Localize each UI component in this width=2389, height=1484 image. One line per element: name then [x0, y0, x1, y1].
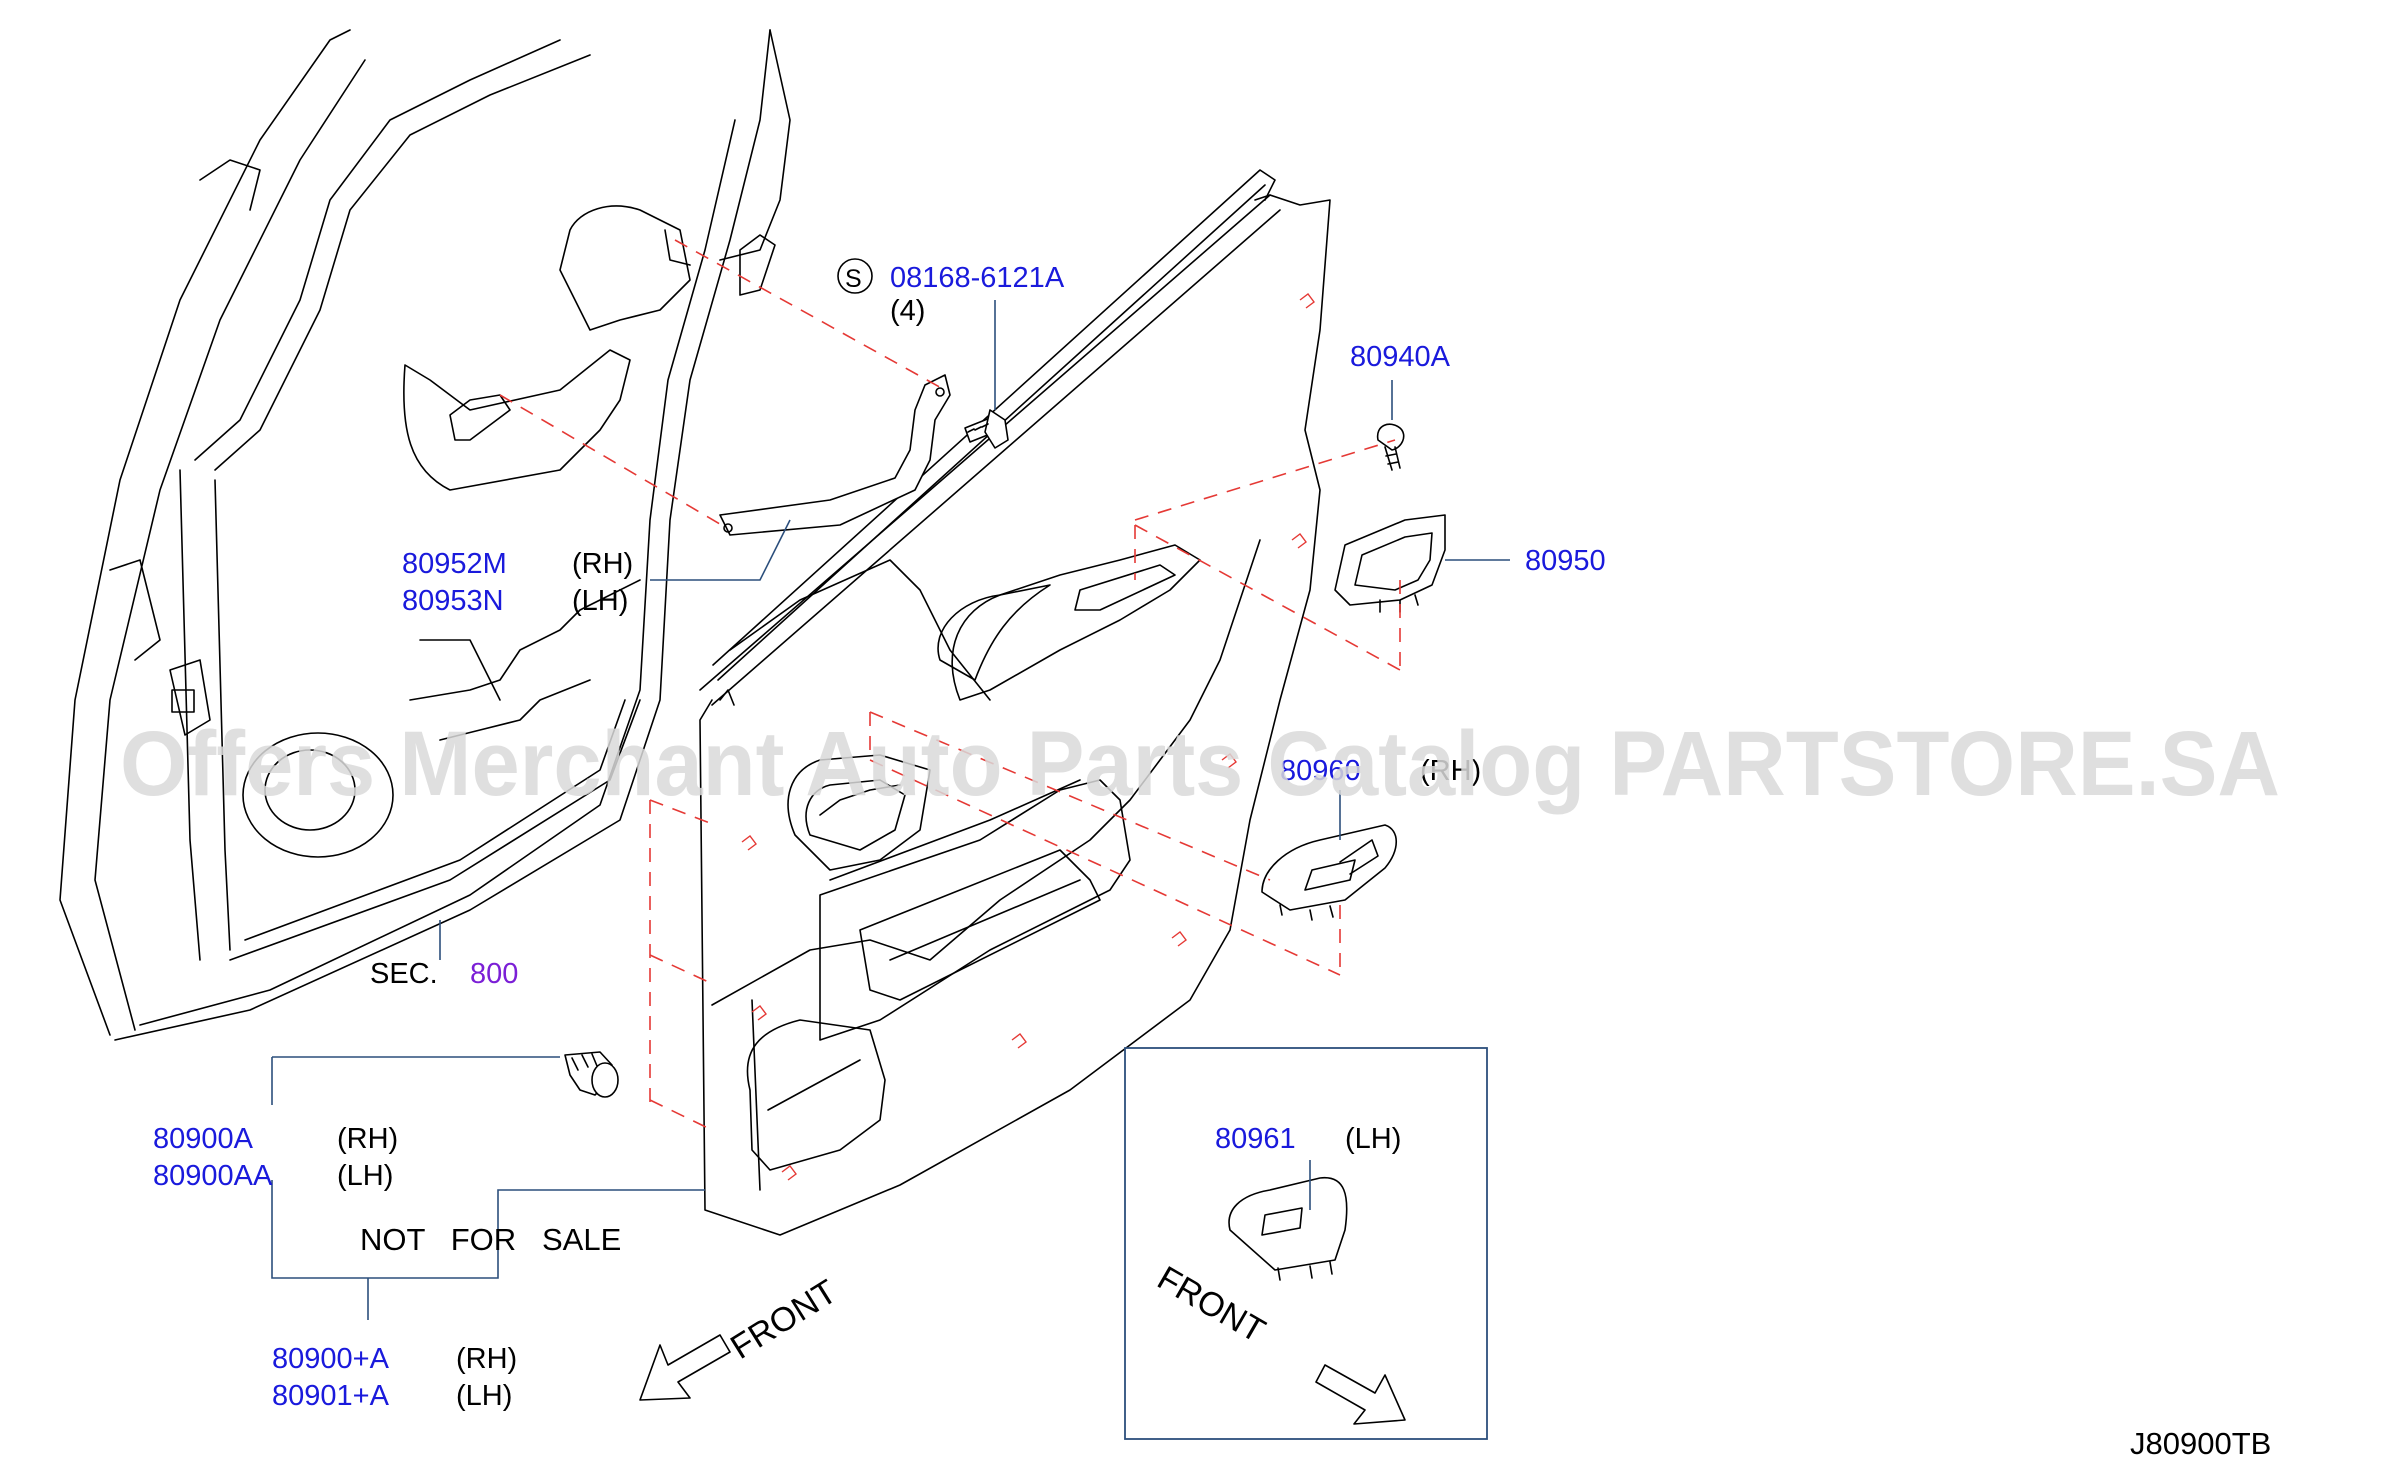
screw-08168-drawing — [964, 409, 1009, 449]
section-prefix: SEC. — [370, 958, 438, 990]
side-80961: (LH) — [1345, 1123, 1401, 1155]
side-80900AA: (LH) — [337, 1160, 393, 1192]
part-no-80961[interactable]: 80961 — [1215, 1123, 1296, 1155]
diagram-code: J80900TB — [2130, 1426, 2271, 1461]
part-no-80953N[interactable]: 80953N — [402, 585, 504, 617]
side-80900A: (RH) — [337, 1123, 398, 1155]
door-shell-drawing — [59, 29, 791, 1041]
pocket-80950-drawing — [1334, 514, 1446, 613]
clip-80940A-drawing — [1376, 423, 1405, 471]
section-number-800[interactable]: 800 — [470, 958, 518, 990]
inset-box-80961 — [1124, 1047, 1488, 1440]
front-arrow-inset-icon — [1315, 1364, 1406, 1425]
part-no-08168-6121A[interactable]: 08168-6121A — [890, 262, 1065, 294]
part-no-80900AA[interactable]: 80900AA — [153, 1160, 273, 1192]
push-clip-drawing — [564, 1051, 619, 1098]
part-no-80960[interactable]: 80960 — [1280, 755, 1361, 787]
side-80900-plus-A: (RH) — [456, 1343, 517, 1375]
side-80901-plus-A: (LH) — [456, 1380, 512, 1412]
part-no-80901-plus-A[interactable]: 80901+A — [272, 1380, 390, 1412]
side-80960: (RH) — [1420, 755, 1481, 787]
switch-80960-drawing — [1261, 824, 1398, 921]
pull-handle-bracket-drawing — [719, 374, 951, 536]
switch-80961-drawing — [1228, 1176, 1348, 1281]
leader-lines — [271, 300, 1510, 1320]
screw-symbol-letter: S — [845, 265, 862, 293]
part-no-80952M[interactable]: 80952M — [402, 548, 507, 580]
part-no-80940A[interactable]: 80940A — [1350, 341, 1451, 373]
part-no-80900-plus-A[interactable]: 80900+A — [272, 1343, 390, 1375]
side-80953N: (LH) — [572, 585, 628, 617]
watermark-text: Offers Merchant Auto Parts Catalog PARTS… — [120, 713, 2280, 815]
part-no-80900A[interactable]: 80900A — [153, 1123, 254, 1155]
screw-symbol-circle-icon — [837, 258, 873, 294]
door-trim-panel-drawing — [699, 169, 1331, 1236]
front-arrow-main-icon — [639, 1334, 731, 1401]
not-for-sale-label: NOT FOR SALE — [360, 1222, 621, 1257]
front-label-main: FRONT — [724, 1273, 843, 1367]
front-label-inset: FRONT — [1151, 1259, 1271, 1350]
panel-clip-markers — [741, 293, 1315, 1181]
installation-guide-lines — [499, 239, 1401, 1131]
side-80952M: (RH) — [572, 548, 633, 580]
part-no-80950[interactable]: 80950 — [1525, 545, 1606, 577]
screw-quantity: (4) — [890, 295, 925, 327]
